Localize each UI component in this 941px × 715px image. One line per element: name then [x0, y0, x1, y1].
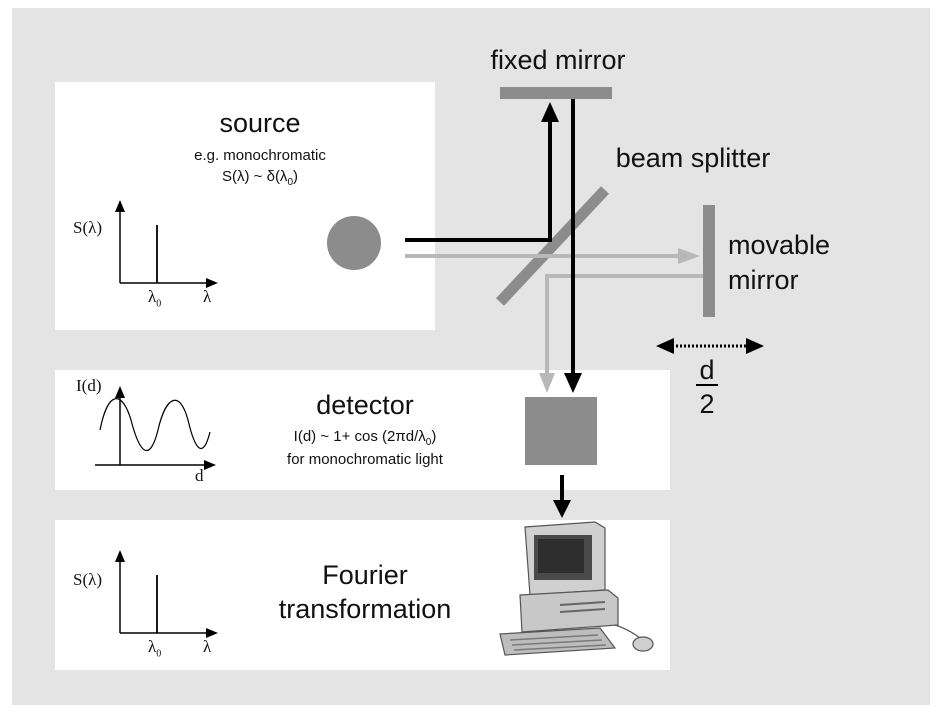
source-graph: [115, 200, 218, 288]
beam-splitter-label: beam splitter: [615, 143, 771, 173]
fourier-graph: [115, 550, 218, 638]
d-denominator: 2: [699, 389, 715, 419]
double-arrow-icon: [656, 338, 764, 354]
detector-graph-y-label: I(d): [76, 376, 102, 395]
detector-line1: I(d) ~ 1+ cos (2πd/λ0): [293, 428, 437, 448]
movable-mirror-label-1: movable: [728, 230, 831, 260]
beam-dark: [405, 99, 575, 378]
light-source-circle: [327, 216, 381, 270]
source-graph-tick: λ0: [148, 287, 162, 310]
movable-mirror-label-2: mirror: [728, 265, 799, 295]
source-line2: S(λ) ~ δ(λ0): [222, 168, 298, 188]
beam-light: [405, 254, 703, 378]
fourier-title-2: transformation: [278, 594, 452, 624]
source-line1: e.g. monochromatic: [194, 147, 326, 164]
d-numerator: d: [699, 355, 715, 385]
detector-box: [525, 397, 597, 465]
computer-icon: [499, 521, 654, 656]
fourier-graph-tick: λ0: [148, 637, 162, 660]
fourier-graph-y-label: S(λ): [73, 570, 103, 589]
movable-mirror: [703, 205, 715, 317]
source-graph-x-label: λ: [203, 287, 212, 306]
fixed-mirror: [500, 87, 612, 99]
detector-title: detector: [316, 390, 414, 420]
detector-graph-x-label: d: [195, 466, 204, 485]
fourier-title-1: Fourier: [322, 560, 408, 590]
source-title: source: [219, 108, 301, 138]
beam-splitter: [495, 186, 610, 306]
source-graph-y-label: S(λ): [73, 218, 103, 237]
fourier-graph-x-label: λ: [203, 637, 212, 656]
detector-line2: for monochromatic light: [287, 451, 443, 468]
detector-graph: [95, 386, 216, 470]
fixed-mirror-label: fixed mirror: [490, 45, 626, 75]
